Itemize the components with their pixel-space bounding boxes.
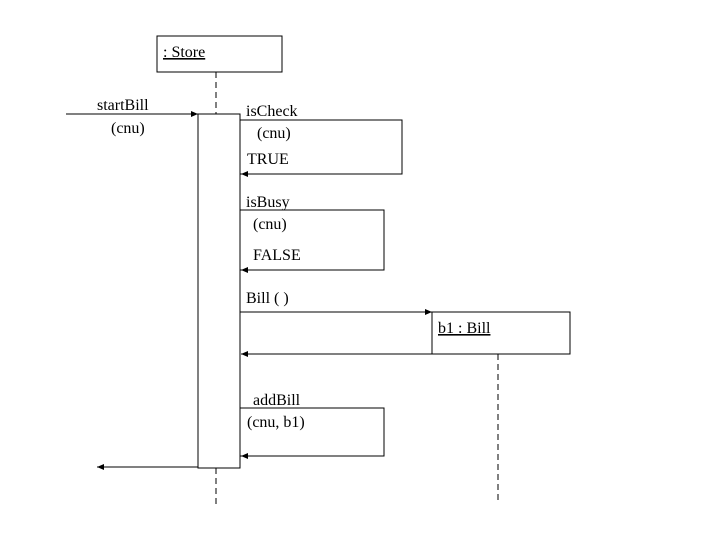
add-bill-message[interactable]: addBill (cnu, b1) xyxy=(240,392,385,459)
create-bill-name: Bill ( ) xyxy=(246,290,289,307)
is-busy-loop xyxy=(240,209,385,271)
start-bill-name: startBill xyxy=(97,97,149,114)
start-bill-args: (cnu) xyxy=(111,120,145,137)
store-object-box xyxy=(156,35,283,73)
bill-object-label: b1 : Bill xyxy=(438,320,491,337)
is-busy-message[interactable]: isBusy (cnu) FALSE xyxy=(240,194,385,273)
bill-object-box xyxy=(431,311,571,355)
is-check-loop xyxy=(240,119,403,175)
is-busy-args: (cnu) xyxy=(253,216,287,233)
start-bill-message[interactable]: startBill (cnu) xyxy=(66,97,198,137)
store-object-label: : Store xyxy=(163,44,205,61)
create-bill-message[interactable]: Bill ( ) xyxy=(240,290,432,357)
add-bill-loop xyxy=(240,407,385,457)
is-check-return: TRUE xyxy=(247,151,289,168)
is-busy-return: FALSE xyxy=(253,247,301,264)
bill-object[interactable]: b1 : Bill xyxy=(431,311,571,355)
is-check-message[interactable]: isCheck (cnu) TRUE xyxy=(240,103,403,177)
is-check-name: isCheck xyxy=(246,103,298,120)
is-check-args: (cnu) xyxy=(257,125,291,142)
store-activation-bar xyxy=(197,113,241,469)
is-busy-name: isBusy xyxy=(246,194,290,211)
add-bill-name: addBill xyxy=(253,392,301,409)
add-bill-args: (cnu, b1) xyxy=(247,414,305,431)
store-object[interactable]: : Store xyxy=(156,35,283,73)
